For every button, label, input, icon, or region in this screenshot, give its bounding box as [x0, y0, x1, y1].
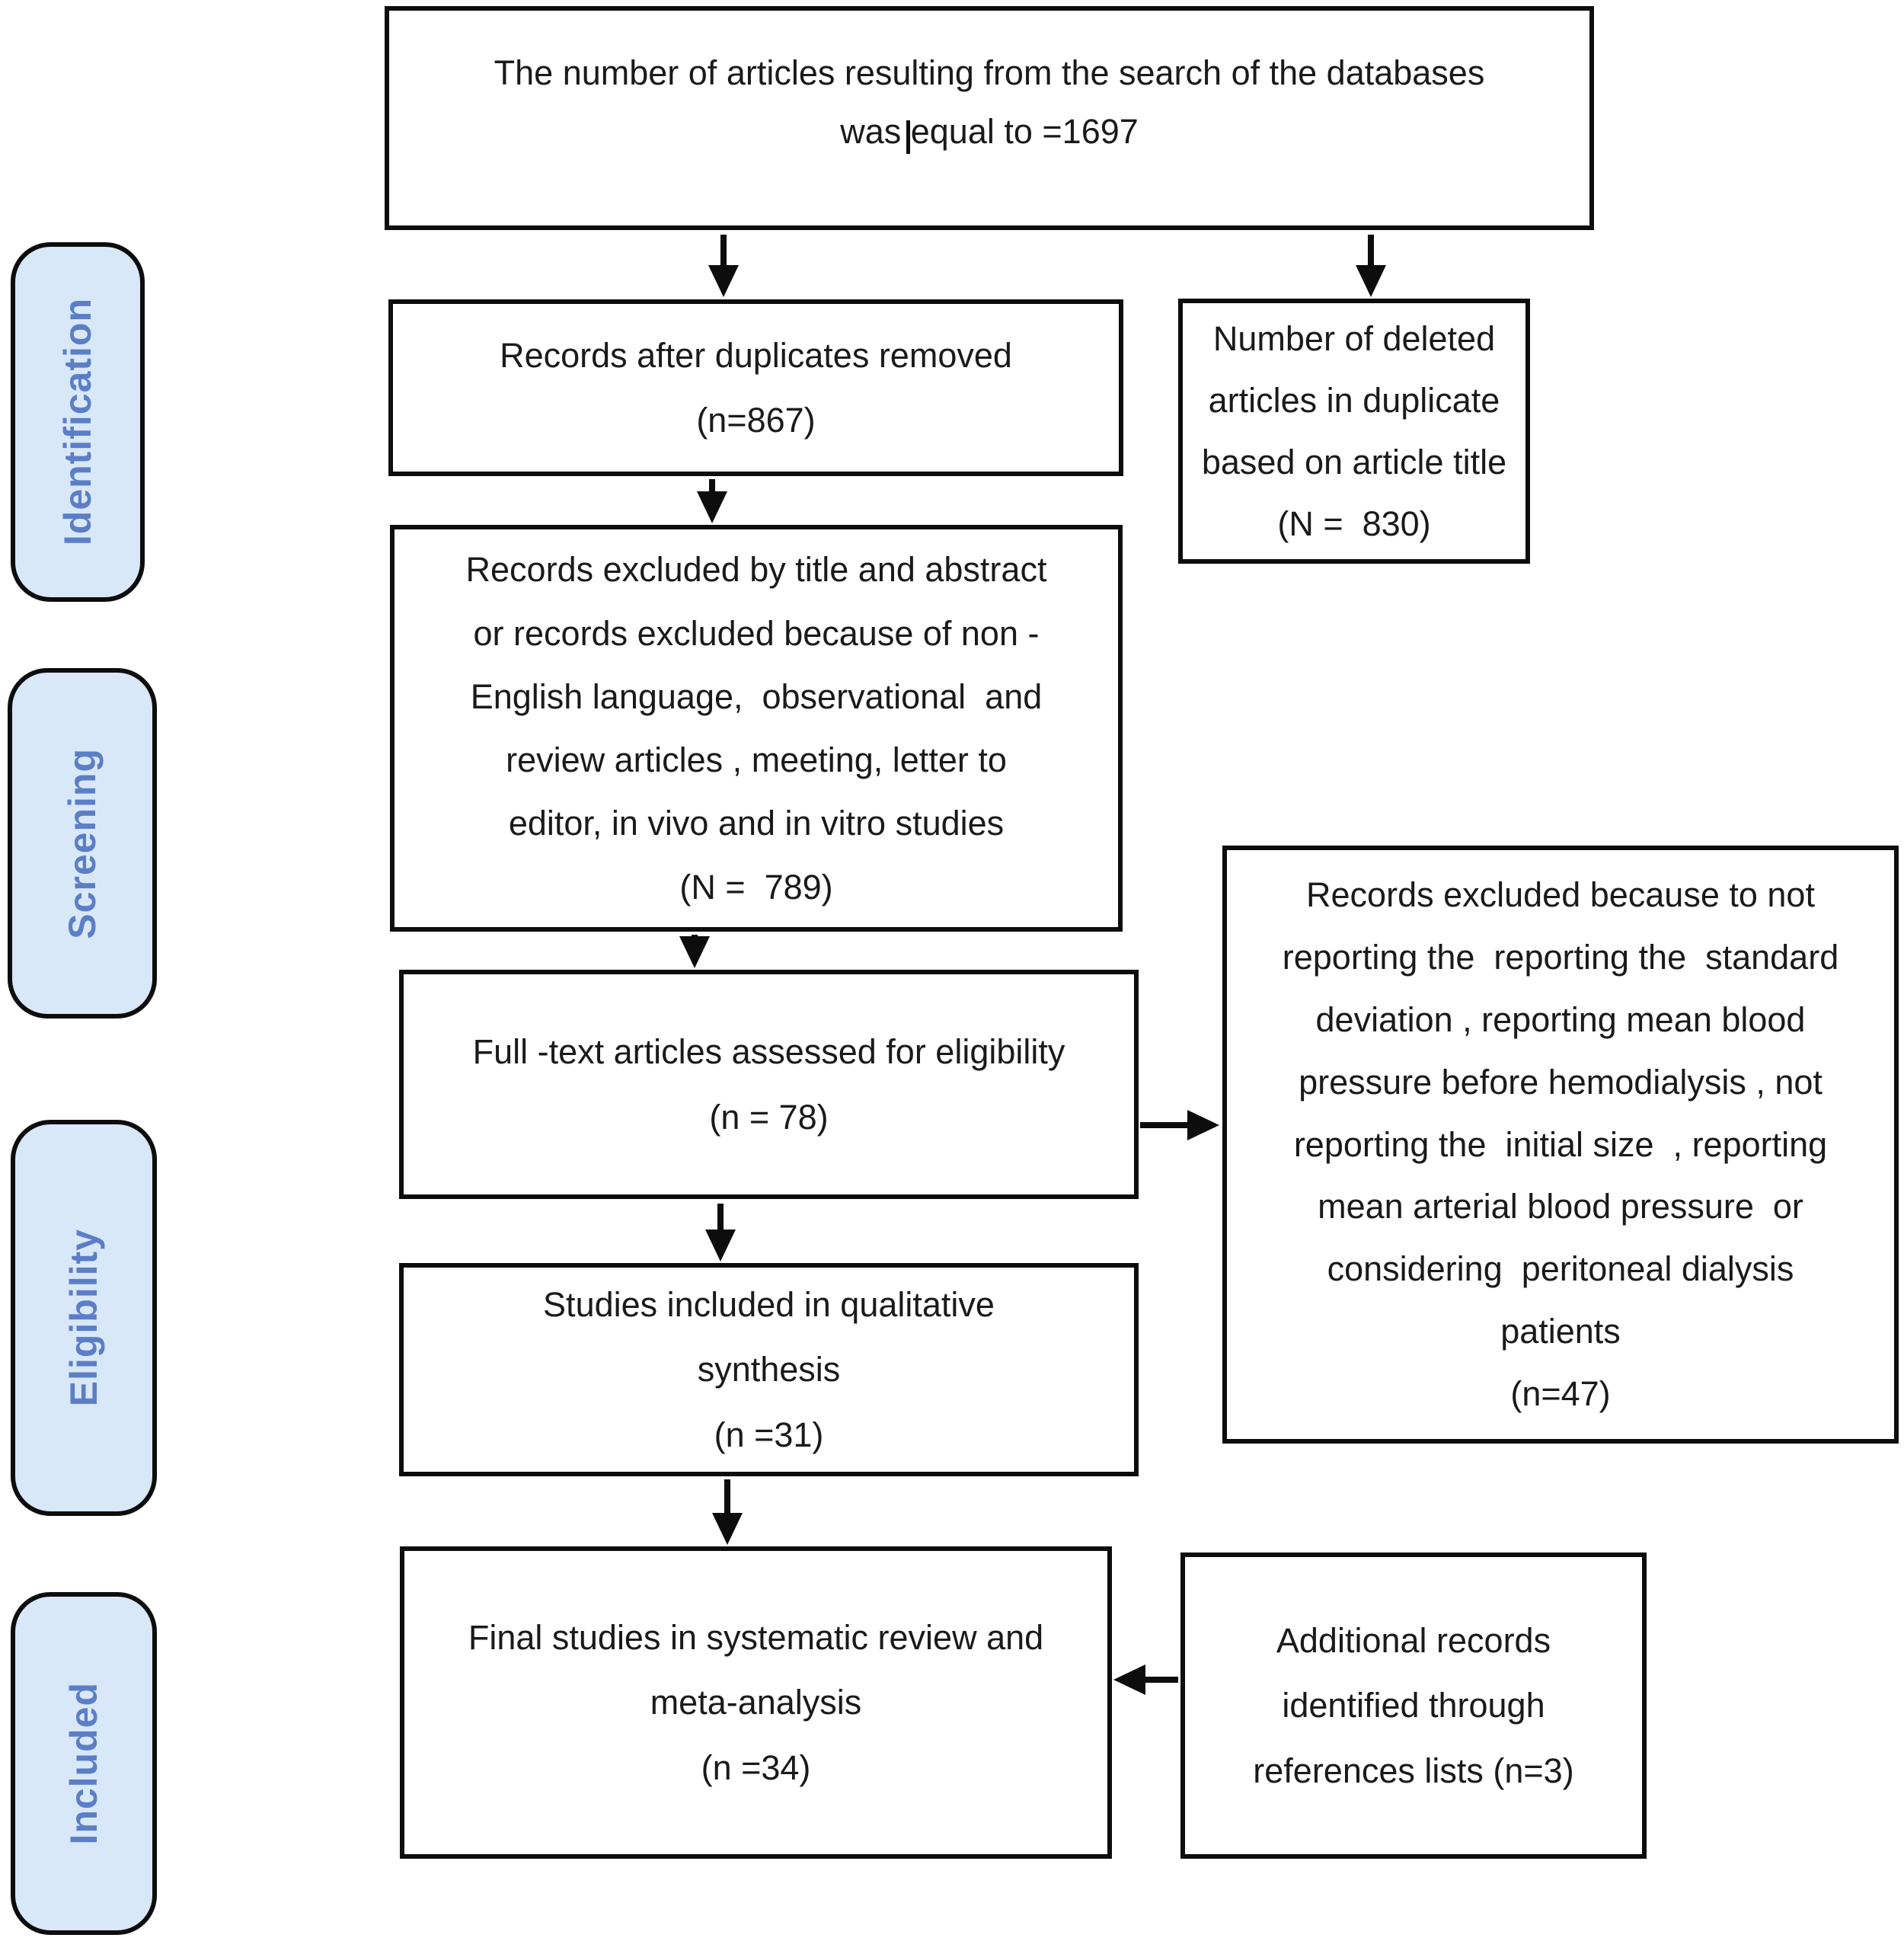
arrow-shaft [1145, 1677, 1178, 1683]
text-line: deviation , reporting mean blood [1315, 999, 1806, 1039]
text-line: Studies included in qualitative [543, 1284, 995, 1324]
text-line: meta-analysis [650, 1683, 862, 1722]
arrow-excluded-to-fulltext [679, 935, 710, 968]
stage-included: Included [11, 1592, 157, 1935]
box-deleted-duplicates: Number of deleted articles in duplicate ba… [1178, 299, 1530, 564]
box-database-search: The number of articles resulting from th… [385, 6, 1594, 230]
stage-included-label: Included [62, 1682, 105, 1845]
text-line: The number of articles resulting from th… [494, 53, 1485, 92]
stage-eligibility: Eligibility [11, 1120, 157, 1516]
stage-identification: Identification [11, 242, 145, 602]
stage-screening: Screening [8, 668, 157, 1018]
text-line: or records excluded because of non - [473, 613, 1040, 653]
text-line: identified through [1282, 1686, 1545, 1725]
box-records-excluded-eligibility: Records excluded because to not reporting… [1222, 846, 1899, 1444]
text-line: editor, in vivo and in vitro studies [508, 804, 1005, 843]
box-qualitative-synthesis: Studies included in qualitative synthesis… [399, 1263, 1139, 1476]
text-line: (n = 78) [709, 1097, 829, 1137]
text-line: reporting the reporting the standard [1282, 937, 1839, 977]
arrow-shaft [724, 1479, 730, 1513]
text-line: (N = 830) [1277, 504, 1431, 543]
box-fulltext-assessed: Full -text articles assessed for eligibi… [399, 970, 1139, 1199]
arrow-down-head [1356, 265, 1386, 297]
arrow-shaft [717, 1204, 724, 1230]
box-additional-records: Additional records identified through refe… [1180, 1552, 1647, 1859]
text-line: was equal to =1697 [840, 111, 1139, 151]
text-line: (n =34) [701, 1748, 811, 1787]
stage-screening-label: Screening [61, 747, 104, 939]
box-records-excluded-screening: Records excluded by title and abstract or… [390, 525, 1123, 932]
text-line: reporting the initial size , reporting [1293, 1124, 1828, 1164]
text-line: review articles , meeting, letter to [506, 740, 1007, 779]
text-line: Records excluded because to not [1306, 875, 1815, 914]
arrow-down-head [705, 1230, 736, 1261]
arrow-right-head [1187, 1110, 1219, 1140]
text-line: Records after duplicates removed [500, 335, 1012, 375]
stage-eligibility-label: Eligibility [62, 1229, 105, 1407]
text-line: Records excluded by title and abstract [465, 550, 1047, 590]
text-line: Full -text articles assessed for eligibi… [472, 1032, 1065, 1071]
arrow-shaft [1368, 235, 1374, 265]
text-line: Number of deleted [1212, 319, 1496, 358]
text-line: mean arterial blood pressure or [1318, 1187, 1803, 1226]
arrow-shaft [709, 479, 715, 491]
arrow-down-head [679, 936, 710, 968]
text-line: Additional records [1276, 1620, 1551, 1660]
text-line: (n=867) [696, 401, 816, 440]
arrow-search-to-deleted [1356, 235, 1386, 297]
text-line: based on article title [1201, 443, 1507, 481]
box-final-studies: Final studies in systematic review and me… [400, 1546, 1112, 1859]
arrow-down-head [712, 1513, 743, 1545]
text-line: (n=47) [1510, 1374, 1611, 1414]
stray-tick [906, 120, 910, 154]
arrow-fulltext-to-excluded-right [1140, 1110, 1219, 1140]
text-line: articles in duplicate [1208, 381, 1500, 420]
arrow-shaft [692, 935, 698, 936]
arrow-duplicates-to-excluded [697, 479, 727, 523]
arrow-down-head [708, 265, 739, 297]
text-line: patients [1500, 1312, 1621, 1351]
text-line: references lists (n=3) [1253, 1751, 1574, 1790]
text-line: Final studies in systematic review and [468, 1617, 1044, 1657]
text-line: English language, observational and [470, 676, 1043, 716]
arrow-shaft [1140, 1122, 1187, 1128]
arrow-left-head [1113, 1664, 1145, 1695]
text-line: synthesis [697, 1350, 841, 1389]
text-line: (N = 789) [679, 867, 833, 907]
arrow-shaft [720, 235, 727, 265]
box-duplicates-removed: Records after duplicates removed (n=867) [388, 299, 1123, 476]
text-line: pressure before hemodialysis , not [1299, 1062, 1823, 1102]
stage-identification-label: Identification [56, 298, 99, 546]
arrow-down-head [697, 491, 727, 523]
arrow-additional-to-final [1113, 1664, 1178, 1695]
arrow-qualitative-to-final [712, 1479, 743, 1545]
arrow-search-to-duplicates [708, 235, 739, 297]
text-line: (n =31) [714, 1415, 824, 1454]
text-line: considering peritoneal dialysis [1327, 1249, 1794, 1289]
arrow-fulltext-to-qualitative [705, 1204, 736, 1261]
